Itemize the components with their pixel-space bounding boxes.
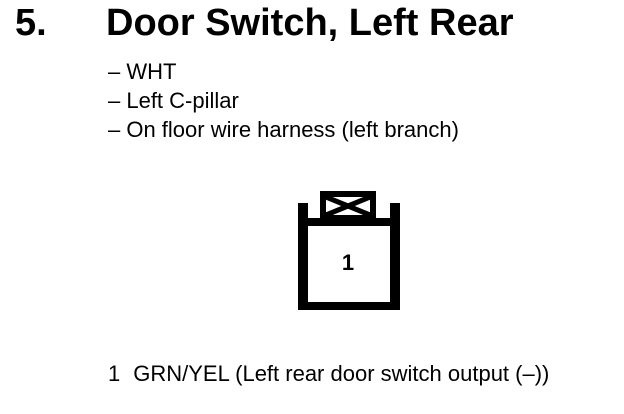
- detail-list: – WHT – Left C-pillar – On floor wire ha…: [108, 57, 459, 144]
- detail-location: – Left C-pillar: [108, 88, 239, 113]
- crossed-box-icon: [320, 191, 376, 221]
- connector-diagram: 1: [298, 191, 400, 310]
- detail-wire-color: – WHT: [108, 59, 177, 84]
- connector-bottom-bar: [298, 302, 400, 310]
- caption-pin-number: 1: [108, 361, 121, 386]
- connector-left-wall: [298, 203, 308, 310]
- connector-top-bar: [298, 218, 400, 226]
- pin-caption: 1 GRN/YEL (Left rear door switch output (…: [108, 361, 549, 387]
- connector-pin-number: 1: [342, 250, 354, 275]
- detail-harness: – On floor wire harness (left branch): [108, 117, 459, 142]
- section-number: 5.: [15, 2, 47, 44]
- connector-right-wall: [390, 203, 400, 310]
- section-title: Door Switch, Left Rear: [106, 2, 514, 44]
- caption-wire-description: GRN/YEL (Left rear door switch output (–…: [133, 361, 550, 386]
